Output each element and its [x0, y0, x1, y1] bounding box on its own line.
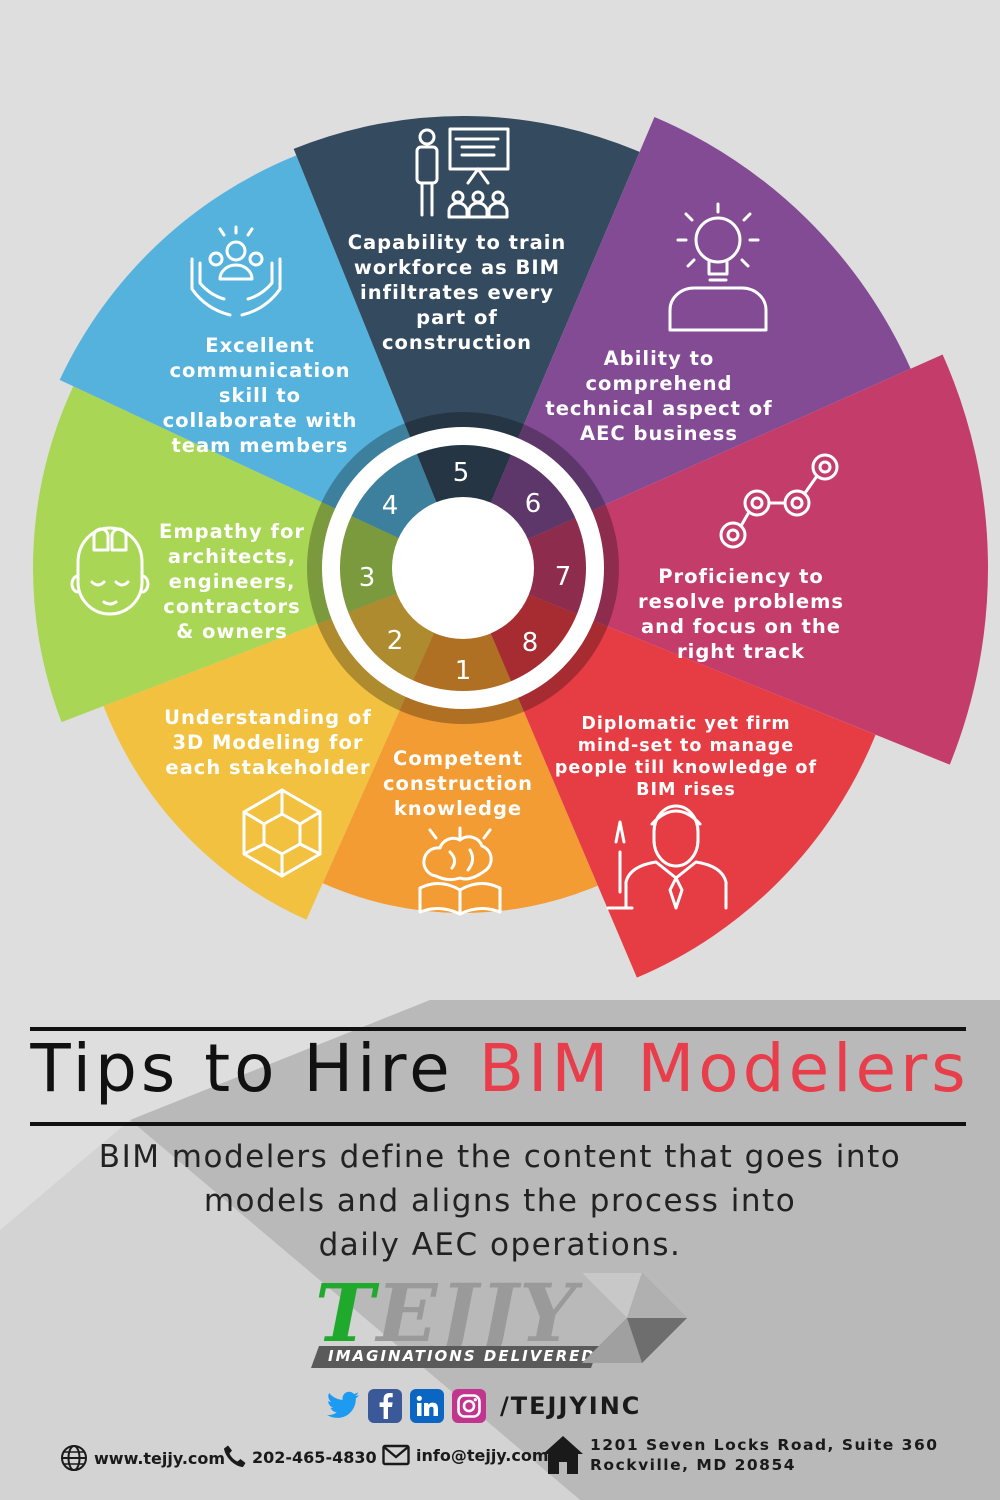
segment-1 — [322, 568, 598, 913]
address-contact: 1201 Seven Locks Road, Suite 360 Rockvil… — [542, 1434, 939, 1476]
title-top-rule — [30, 1027, 966, 1031]
contact-footer: www.tejjy.com 202-465-4830 info@tejjy.co… — [60, 1436, 960, 1488]
mail-icon — [382, 1444, 410, 1466]
segment-5-number: 5 — [453, 458, 470, 488]
brain-book-icon — [418, 826, 502, 916]
social-bar: /TEJJYINC — [326, 1388, 641, 1424]
title-bottom-rule — [30, 1122, 966, 1126]
segment-1-number: 1 — [455, 656, 472, 686]
segment-3 — [33, 386, 463, 723]
social-handle[interactable]: /TEJJYINC — [500, 1392, 642, 1420]
segment-8 — [463, 568, 876, 978]
segment-7-number: 7 — [555, 562, 572, 592]
segment-3-number: 3 — [359, 563, 376, 593]
path-nodes-icon — [719, 453, 839, 549]
tejjy-logo[interactable]: TEJJY IMAGINATIONS DELIVERED — [300, 1268, 700, 1380]
linkedin-icon[interactable] — [410, 1389, 444, 1423]
twitter-icon[interactable] — [326, 1389, 360, 1423]
segment-6-number: 6 — [525, 489, 542, 519]
wheel-icons — [70, 127, 839, 916]
facebook-icon[interactable] — [368, 1389, 402, 1423]
presenter-icon — [415, 127, 510, 219]
businessman-icon — [606, 804, 728, 910]
description-line-1: BIM modelers define the content that goe… — [98, 1139, 902, 1175]
email-contact[interactable]: info@tejjy.com — [382, 1444, 548, 1466]
description-line-2: models and aligns the process into — [203, 1183, 797, 1219]
center-disc — [392, 497, 534, 639]
logo-tagline: IMAGINATIONS DELIVERED — [328, 1347, 596, 1365]
address-line-2: Rockville, MD 20854 — [590, 1456, 797, 1474]
phone-contact[interactable]: 202-465-4830 — [222, 1444, 377, 1470]
logo-wordmark: TEJJY — [315, 1266, 579, 1360]
email-text: info@tejjy.com — [416, 1445, 549, 1465]
title-part2: BIM Modelers — [478, 1030, 970, 1107]
phone-text: 202-465-4830 — [252, 1447, 377, 1467]
website-contact[interactable]: www.tejjy.com — [60, 1444, 225, 1472]
hands-team-icon — [190, 225, 282, 317]
home-icon — [543, 1436, 583, 1474]
description: BIM modelers define the content that goe… — [60, 1135, 940, 1267]
segment-4-number: 4 — [382, 491, 399, 521]
segment-5 — [293, 116, 640, 569]
head-ideas-icon — [70, 526, 150, 616]
logo-arrow-mark-icon — [582, 1273, 687, 1363]
segment-8-number: 8 — [522, 628, 539, 658]
3d-cube-icon — [242, 788, 322, 878]
address-line-1: 1201 Seven Locks Road, Suite 360 — [590, 1436, 939, 1454]
wheel-segments — [33, 116, 989, 978]
instagram-icon[interactable] — [452, 1389, 486, 1423]
lightbulb-person-icon — [668, 202, 768, 332]
segment-6 — [463, 116, 911, 568]
inner-ring — [322, 427, 604, 709]
website-text: www.tejjy.com — [94, 1448, 226, 1468]
globe-icon — [61, 1445, 87, 1471]
segment-numbers: 1 2 3 4 5 6 7 8 — [359, 458, 572, 686]
segment-2-number: 2 — [387, 626, 404, 656]
description-line-3: daily AEC operations. — [318, 1227, 682, 1263]
segment-4 — [59, 155, 464, 568]
title-part1: Tips to Hire — [30, 1030, 479, 1107]
segment-7 — [463, 354, 989, 765]
phone-icon — [224, 1445, 246, 1467]
page-title: Tips to Hire BIM Modelers — [0, 1030, 1000, 1107]
